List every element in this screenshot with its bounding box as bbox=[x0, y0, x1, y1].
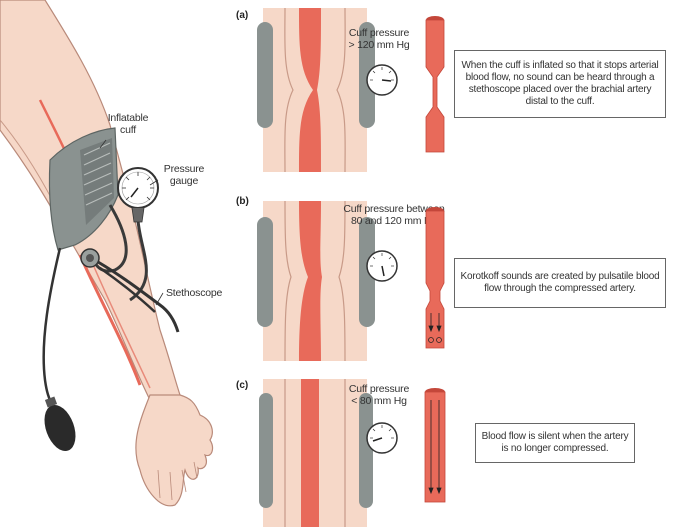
panel-a-letter: (a) bbox=[236, 10, 248, 21]
panel-a-pressure: Cuff pressure > 120 mm Hg bbox=[340, 27, 418, 51]
panel-c-pressure: Cuff pressure < 80 mm Hg bbox=[342, 383, 416, 407]
panel-c-description: Blood flow is silent when the artery is … bbox=[475, 423, 635, 463]
stethoscope-label: Stethoscope bbox=[166, 287, 222, 299]
panel-b-letter: (b) bbox=[236, 196, 249, 207]
pressure-gauge-label: Pressure gauge bbox=[158, 163, 210, 187]
hand bbox=[136, 395, 213, 506]
gauge-icon-b bbox=[362, 246, 402, 286]
artery-tube-c bbox=[420, 385, 450, 515]
panel-c-letter: (c) bbox=[236, 380, 248, 391]
panel-b-description: Korotkoff sounds are created by pulsatil… bbox=[454, 258, 666, 308]
inflation-bulb bbox=[39, 401, 82, 456]
artery-tube-a bbox=[420, 12, 450, 162]
cuff-left-b bbox=[257, 217, 273, 327]
cuff-left-c bbox=[259, 393, 273, 508]
artery-c bbox=[301, 379, 319, 527]
gauge-icon-c bbox=[362, 418, 402, 458]
cuff-left-a bbox=[257, 22, 273, 128]
gauge-icon-a bbox=[362, 60, 402, 100]
inflatable-cuff-label: Inflatable cuff bbox=[102, 112, 154, 136]
panel-a-description: When the cuff is inflated so that it sto… bbox=[454, 50, 666, 118]
artery-tube-b bbox=[420, 203, 450, 353]
